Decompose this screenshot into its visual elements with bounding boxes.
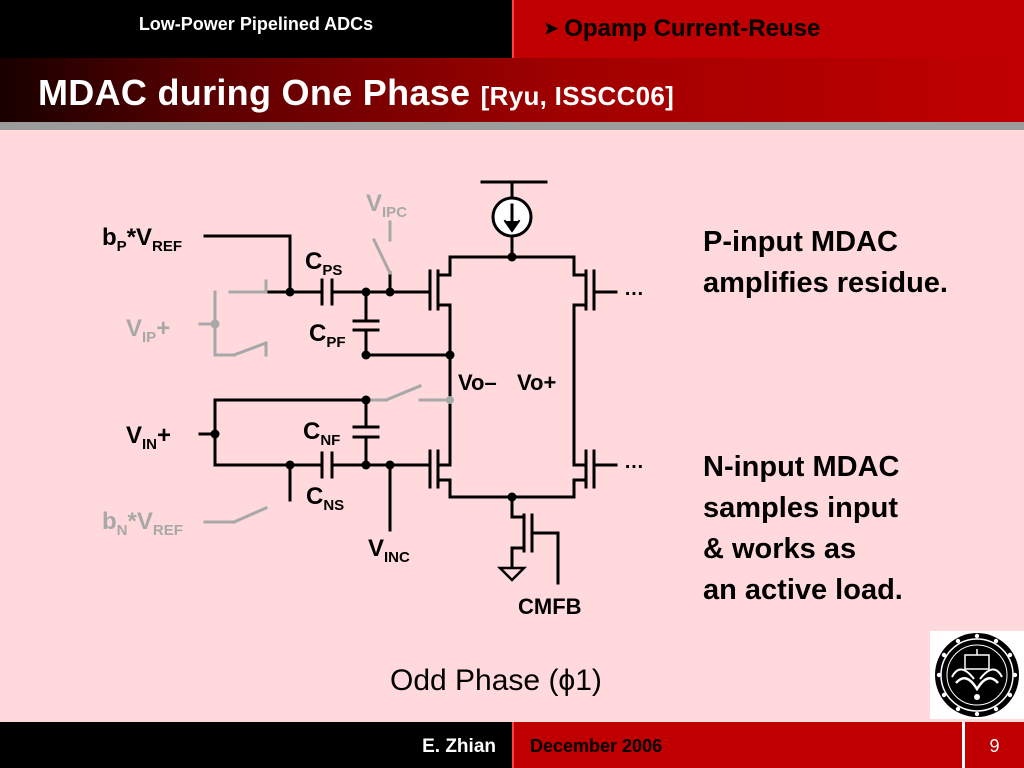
- label-cpf: CPF: [309, 320, 346, 351]
- note-p-input-mdac: P-input MDAC amplifies residue.: [703, 222, 948, 304]
- slide-title: MDAC during One Phase [Ryu, ISSCC06]: [38, 72, 674, 114]
- label-vin: VIN+: [126, 422, 172, 453]
- note-line: amplifies residue.: [703, 267, 948, 299]
- slide-title-reference: [Ryu, ISSCC06]: [480, 81, 675, 111]
- footer-right-bar: December 2006: [512, 722, 1024, 768]
- ellipsis-bottom: …: [624, 451, 644, 473]
- label-vipc: VIPC: [366, 190, 408, 221]
- title-divider: [0, 122, 1024, 130]
- course-title: Low-Power Pipelined ADCs: [138, 14, 374, 34]
- label-vip: VIP+: [126, 315, 171, 346]
- current-source-arrow-head: [503, 219, 521, 233]
- note-line: & works as: [703, 533, 857, 565]
- diagram-caption: Odd Phase (ϕ1): [390, 664, 602, 697]
- slide-title-text: MDAC during One Phase: [38, 72, 471, 113]
- label-vo-minus: Vo–: [458, 370, 497, 395]
- ground-icon: [496, 566, 528, 582]
- header-right-bar: ➤ Opamp Current-Reuse: [512, 0, 1024, 58]
- node-tail-top: [507, 252, 517, 262]
- node-cns-right: [361, 460, 371, 470]
- date: December 2006: [530, 736, 663, 756]
- vipc-switch: [371, 237, 393, 276]
- note-line: an active load.: [703, 574, 903, 606]
- node-cnf-top: [361, 395, 371, 405]
- label-bp-vref: bP*VREF: [102, 224, 183, 255]
- arrow-bullet-icon: ➤: [544, 19, 559, 38]
- note-line: N-input MDAC: [703, 451, 900, 483]
- label-vo-plus: Vo+: [517, 370, 557, 395]
- label-cnf: CNF: [303, 418, 341, 449]
- title-bar: MDAC during One Phase [Ryu, ISSCC06]: [0, 58, 1024, 122]
- footer-left-bar: E. Zhian: [0, 722, 512, 768]
- node-tail-bottom: [507, 492, 517, 502]
- label-cns: CNS: [306, 483, 345, 514]
- note-n-input-mdac: N-input MDAC samples input & works as an…: [703, 447, 903, 611]
- section-title: ➤ Opamp Current-Reuse: [544, 15, 820, 43]
- node-cps-right: [361, 287, 371, 297]
- bn-vref-switch: [232, 506, 268, 524]
- header-left-bar: Low-Power Pipelined ADCs: [0, 0, 512, 59]
- node-cns-left: [285, 460, 295, 470]
- label-cps: CPS: [305, 248, 343, 279]
- node-vo-minus: [445, 350, 455, 360]
- node-cps-left: [285, 287, 295, 297]
- node-vip: [210, 319, 220, 329]
- university-seal-icon: [930, 631, 1024, 719]
- note-line: samples input: [703, 492, 898, 524]
- mdac-circuit-diagram: [198, 180, 618, 585]
- label-vinc: VINC: [368, 535, 410, 566]
- node-nf-switch: [446, 396, 454, 404]
- section-title-text: Opamp Current-Reuse: [564, 15, 821, 42]
- page-number: 9: [989, 736, 1000, 756]
- note-line: P-input MDAC: [703, 226, 898, 258]
- author: E. Zhian: [422, 736, 496, 757]
- label-bn-vref: bN*VREF: [102, 508, 183, 539]
- ellipsis-top: …: [624, 278, 644, 300]
- node-vin: [210, 429, 220, 439]
- node-vipc: [385, 287, 395, 297]
- node-cpf-bottom: [361, 350, 371, 360]
- label-cmfb: CMFB: [518, 594, 582, 619]
- nf-reset-switch: [384, 384, 422, 402]
- node-vinc: [385, 460, 395, 470]
- vip-bottom-switch: [232, 341, 268, 357]
- page-number-box: 9: [962, 722, 1024, 768]
